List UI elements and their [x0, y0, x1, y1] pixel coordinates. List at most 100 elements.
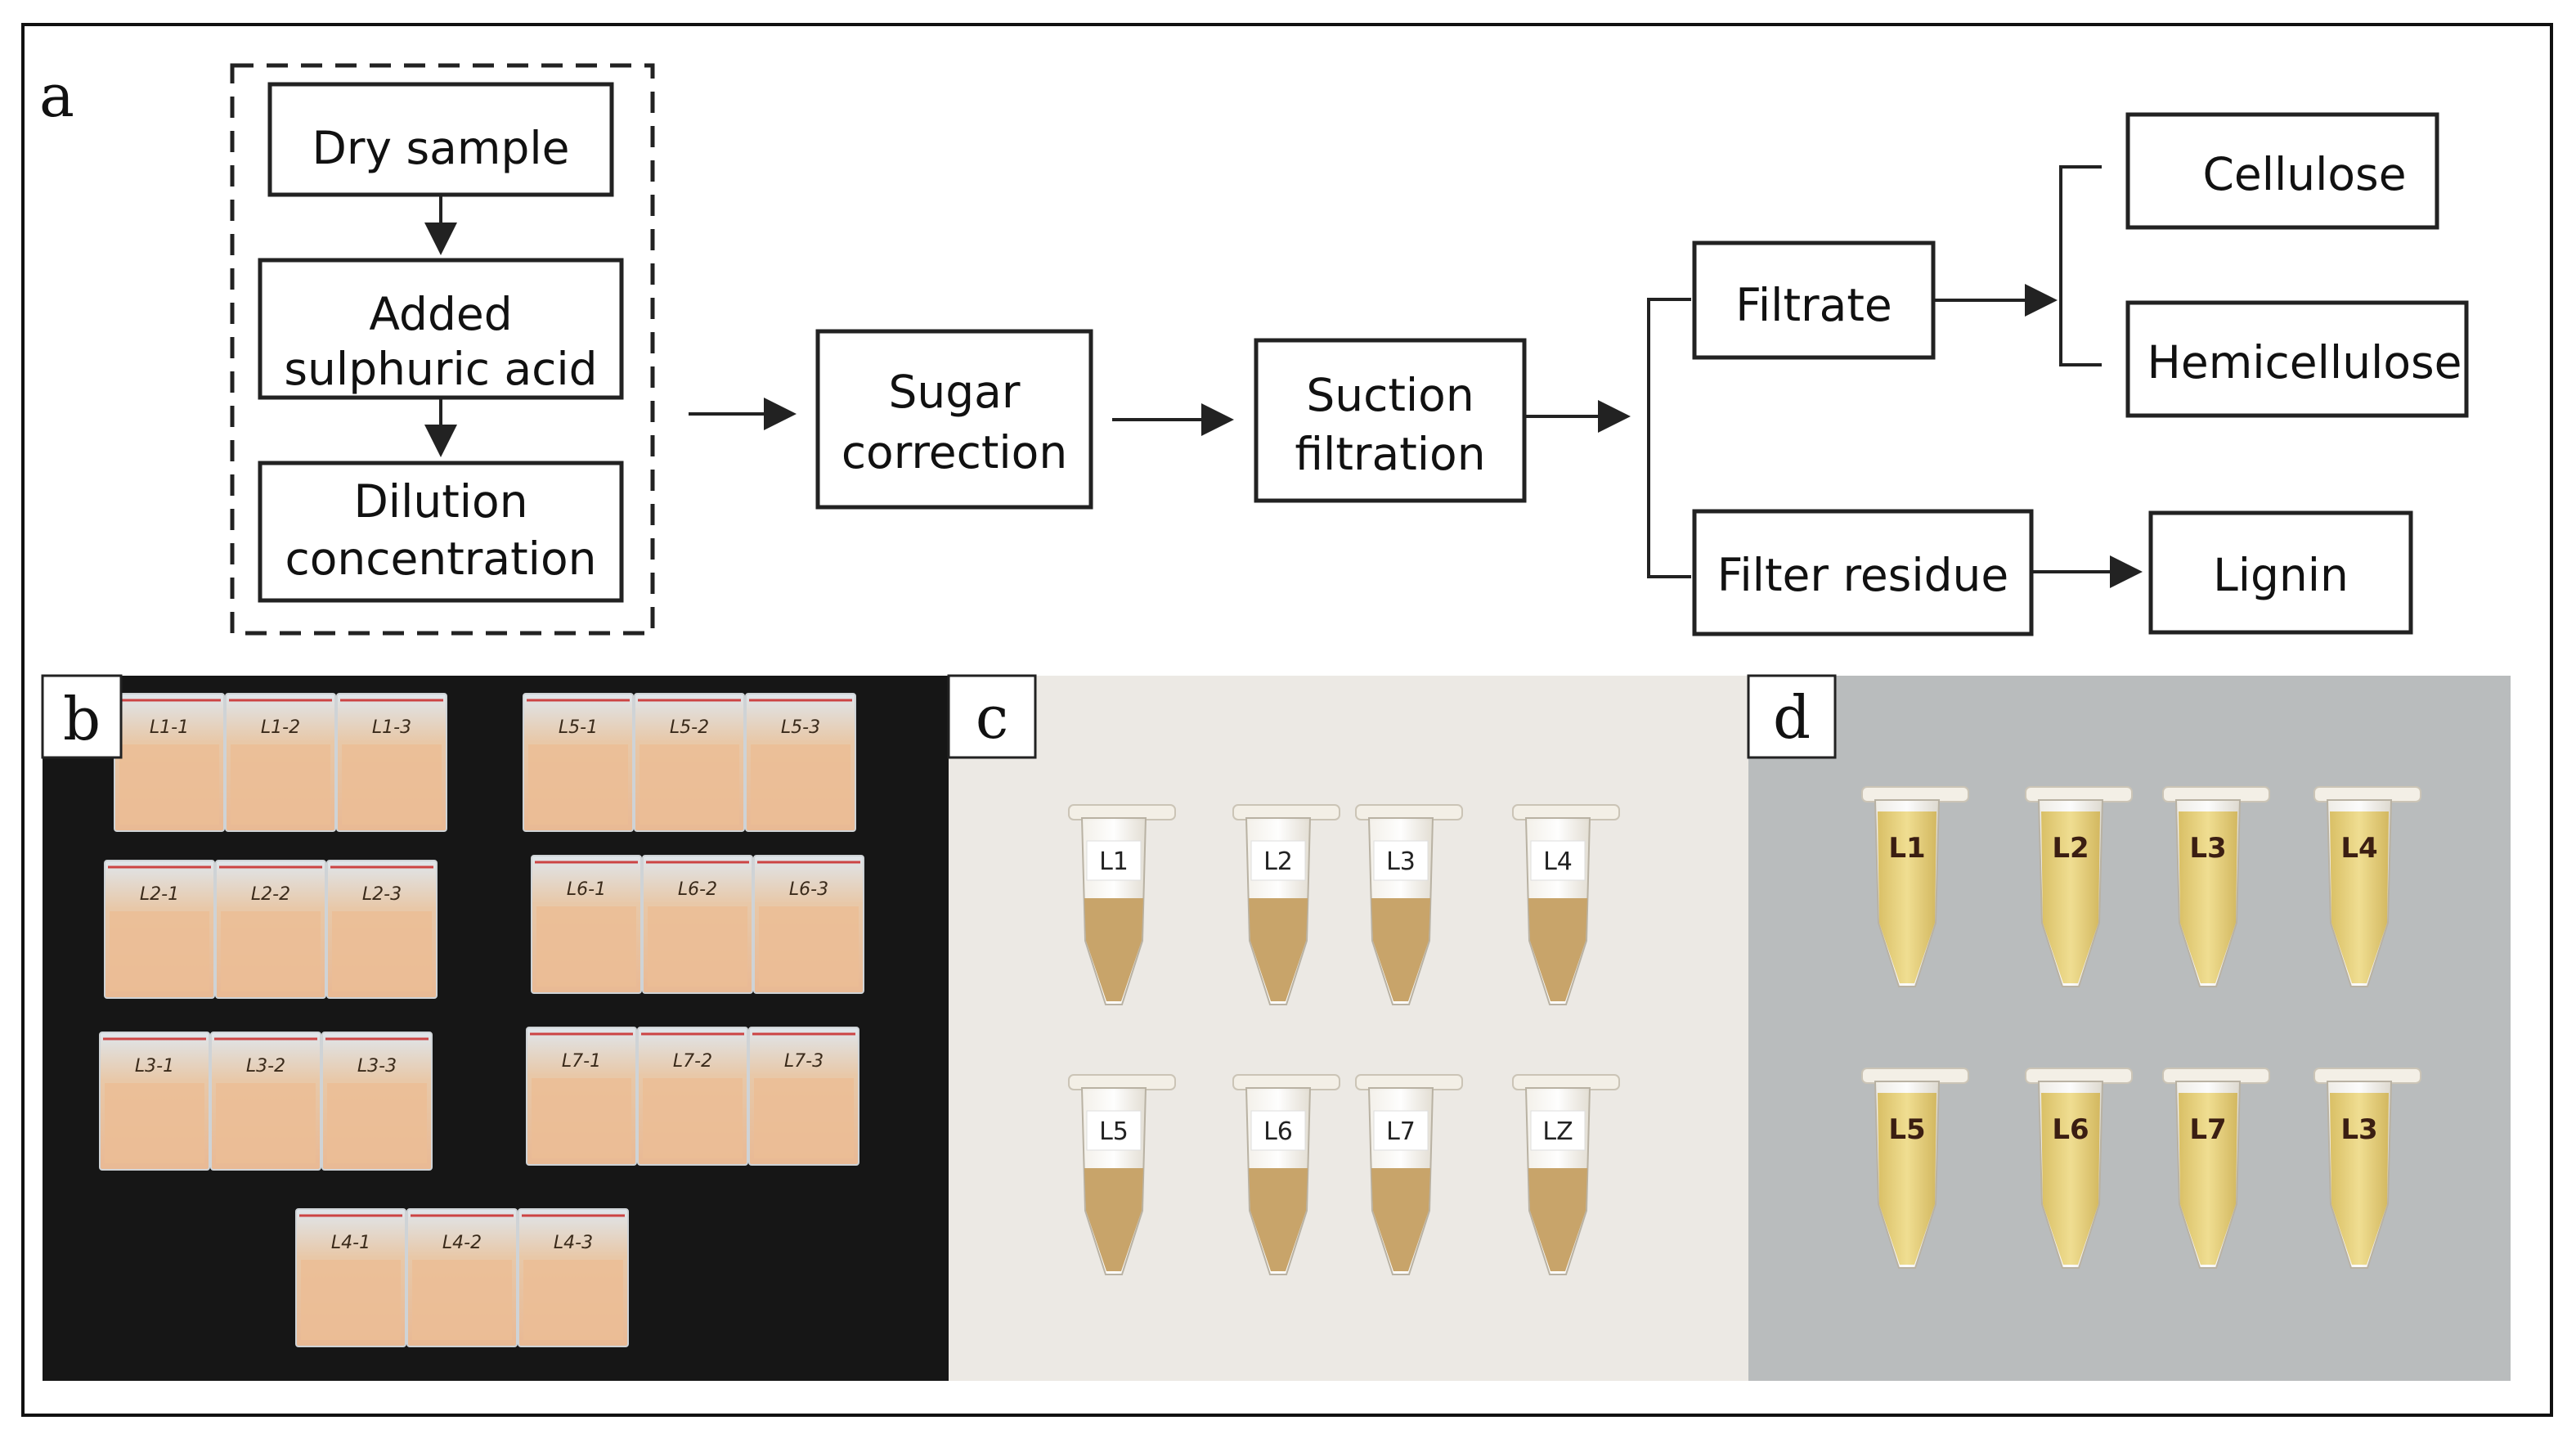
- bag-label: L1-1: [150, 717, 189, 738]
- cellulose-box: Cellulose: [2125, 112, 2439, 230]
- bag-label: L5-1: [559, 717, 598, 738]
- bag-label: L2-1: [140, 884, 179, 905]
- sample-bag: L4-3: [518, 1208, 629, 1347]
- bag-label: L7-3: [784, 1051, 824, 1072]
- tube-label: L1: [1099, 847, 1129, 876]
- sample-tube: L4: [1512, 804, 1620, 1005]
- dry-sample-box: Dry sample: [267, 82, 614, 197]
- dilution-label-2: concentration: [285, 533, 597, 585]
- tube-label: L1: [1888, 832, 1925, 865]
- panel-c-label: c: [976, 683, 1008, 752]
- tube-label: L3: [2340, 1113, 2377, 1146]
- panel-d-photo-bg: [1748, 676, 2511, 1381]
- added-acid-label-2: sulphuric acid: [284, 343, 597, 395]
- sample-bag: L1-1: [114, 693, 225, 832]
- bag-label: L3-1: [135, 1056, 174, 1077]
- tube-label: L5: [1099, 1117, 1129, 1146]
- suction-label-1: Suction: [1306, 369, 1474, 421]
- sample-bag: L7-3: [748, 1027, 859, 1166]
- sugar-label-1: Sugar: [889, 366, 1021, 418]
- sample-tube: L1: [1861, 786, 1969, 987]
- panel-d-label: d: [1773, 683, 1811, 752]
- tube-label: L5: [1888, 1113, 1925, 1146]
- lignin-label: Lignin: [2213, 549, 2349, 601]
- tube-label: L6: [2052, 1113, 2089, 1146]
- sample-bag: L3-2: [210, 1032, 321, 1171]
- sample-tube: L3: [1355, 804, 1463, 1005]
- sample-tube: L4: [2313, 786, 2421, 987]
- bag-label: L7-2: [673, 1051, 712, 1072]
- sample-tube: L7: [1355, 1074, 1463, 1275]
- tube-label: L3: [1386, 847, 1416, 876]
- tube-label: L4: [1543, 847, 1573, 876]
- sample-tube: L1: [1068, 804, 1176, 1005]
- sample-bag: L2-1: [104, 860, 215, 999]
- sample-bag: L2-3: [326, 860, 438, 999]
- suction-filtration-box: Suction filtration: [1254, 338, 1527, 503]
- tube-label: L4: [2340, 832, 2377, 865]
- bag-label: L4-1: [331, 1233, 370, 1253]
- bag-label: L3-3: [357, 1056, 397, 1077]
- bag-label: L2-2: [251, 884, 290, 905]
- bag-label: L1-3: [372, 717, 411, 738]
- sample-tube: L2: [1232, 804, 1340, 1005]
- sample-bag: L5-2: [634, 693, 745, 832]
- sample-bag: L7-2: [637, 1027, 748, 1166]
- added-acid-label-1: Added: [369, 288, 512, 340]
- panel-b: L1-1 L1-2 L1-3 L5-1 L5-2 L5-3L2-1 L2-2 L2-3 L6-1…: [41, 674, 949, 1381]
- split-bracket: [1647, 298, 1691, 578]
- sample-bag: L6-1: [531, 855, 642, 994]
- sample-bag: L5-1: [523, 693, 634, 832]
- tube-label: L3: [2189, 832, 2226, 865]
- tube-label: L7: [2189, 1113, 2226, 1146]
- filter-residue-label: Filter residue: [1717, 549, 2008, 601]
- sample-tube: L5: [1861, 1068, 1969, 1269]
- hemicellulose-box: Hemicellulose: [2125, 300, 2469, 418]
- lignin-box: Lignin: [2148, 510, 2413, 635]
- tube-label: LZ: [1542, 1117, 1573, 1146]
- sample-tube: L6: [2025, 1068, 2133, 1269]
- tube-label: L2: [2052, 832, 2089, 865]
- pretreatment-dashed-group: [230, 63, 655, 636]
- sample-bag: L5-3: [745, 693, 856, 832]
- dilution-label-1: Dilution: [353, 475, 527, 528]
- added-acid-box: Added sulphuric acid: [258, 258, 624, 400]
- sample-bag: L1-3: [336, 693, 447, 832]
- bag-label: L5-3: [781, 717, 820, 738]
- sample-tube: L5: [1068, 1074, 1176, 1275]
- bag-label: L7-1: [562, 1051, 601, 1072]
- sample-tube: L6: [1232, 1074, 1340, 1275]
- sample-bag: L3-1: [99, 1032, 210, 1171]
- sample-tube: L7: [2162, 1068, 2270, 1269]
- panel-a: a Dry sample Added sulphuric acid Diluti…: [39, 61, 2469, 636]
- sample-bag: L6-3: [753, 855, 864, 994]
- bag-label: L6-1: [567, 879, 606, 900]
- dry-sample-label: Dry sample: [312, 122, 570, 174]
- sugar-label-2: correction: [841, 426, 1067, 479]
- filtrate-bracket: [2059, 165, 2102, 366]
- panel-c-photo-bg: [949, 676, 1748, 1381]
- bag-label: L4-2: [442, 1233, 482, 1253]
- sample-bag: L4-1: [295, 1208, 406, 1347]
- filter-residue-box: Filter residue: [1692, 509, 2034, 636]
- sample-tube: L2: [2025, 786, 2133, 987]
- bag-label: L6-3: [789, 879, 828, 900]
- sample-tube: LZ: [1512, 1074, 1620, 1275]
- tube-label: L7: [1386, 1117, 1416, 1146]
- bag-label: L1-2: [261, 717, 300, 738]
- tube-label: L2: [1263, 847, 1293, 876]
- sample-tube: L3: [2162, 786, 2270, 987]
- bag-label: L4-3: [554, 1233, 593, 1253]
- sample-bag: L3-3: [321, 1032, 433, 1171]
- sample-bag: L7-1: [526, 1027, 637, 1166]
- sugar-correction-box: Sugar correction: [815, 329, 1093, 510]
- suction-label-2: filtration: [1295, 428, 1485, 480]
- bag-label: L6-2: [678, 879, 717, 900]
- bag-label: L2-3: [362, 884, 402, 905]
- cellulose-label: Cellulose: [2202, 148, 2406, 200]
- sample-tube: L3: [2313, 1068, 2421, 1269]
- sample-bag: L1-2: [225, 693, 336, 832]
- filtrate-label: Filtrate: [1735, 279, 1892, 331]
